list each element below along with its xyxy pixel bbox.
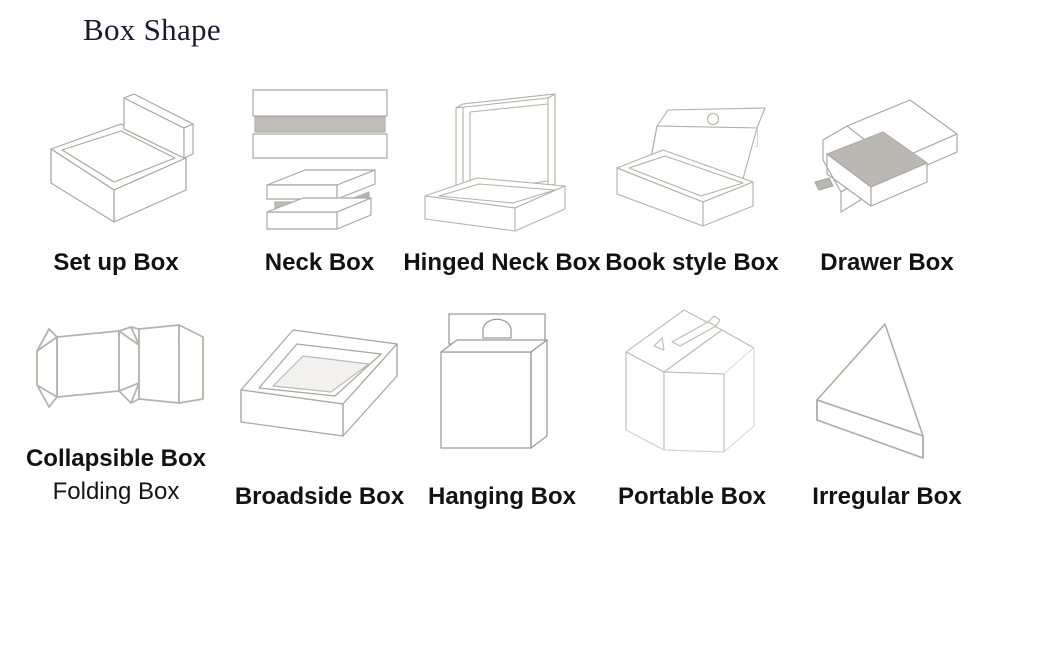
neck-box-icon (251, 88, 388, 230)
box-shape-item-book-style-box[interactable]: Book style Box (597, 78, 787, 288)
broadside-box-icon (239, 329, 398, 437)
box-shape-label: Irregular Box (812, 483, 962, 511)
portable-box-icon (625, 309, 755, 453)
box-shape-label: Collapsible Box (25, 444, 207, 472)
irregular-box-art (787, 288, 987, 478)
box-shape-row-2: Collapsible Box Folding Box (0, 288, 1059, 510)
box-shape-item-broadside-box[interactable]: Broadside Box (232, 288, 407, 510)
hanging-box-icon (440, 312, 548, 449)
box-shape-item-collapsible-box[interactable]: Collapsible Box Folding Box (0, 288, 232, 510)
box-shape-label: Portable Box (617, 483, 767, 511)
neck-box-art (232, 78, 407, 244)
drawer-box-icon (813, 99, 958, 213)
box-shape-label: Book style Box (605, 249, 779, 277)
page-title: Box Shape (83, 12, 221, 47)
broadside-box-art (232, 288, 407, 478)
box-shape-grid: Set up Box (0, 78, 1059, 510)
box-shape-item-drawer-box[interactable]: Drawer Box (787, 78, 987, 288)
box-shape-item-irregular-box[interactable]: Irregular Box (787, 288, 987, 510)
set-up-box-icon (50, 93, 194, 223)
box-shape-label: Broadside Box (234, 483, 405, 511)
collapsible-box-icon (35, 323, 204, 408)
box-shape-label: Drawer Box (820, 249, 954, 277)
book-style-box-icon (615, 107, 766, 227)
box-shape-item-hinged-neck-box[interactable]: Hinged Neck Box (403, 78, 601, 288)
box-shape-label: Neck Box (264, 249, 375, 277)
book-style-box-art (597, 78, 787, 244)
irregular-box-icon (815, 323, 924, 459)
box-shape-sublabel: Folding Box (52, 478, 180, 506)
box-shape-row-1: Set up Box (0, 78, 1059, 288)
box-shape-item-set-up-box[interactable]: Set up Box (0, 78, 232, 288)
box-shape-label: Hinged Neck Box (403, 249, 601, 277)
hinged-neck-box-art (407, 78, 597, 244)
hinged-neck-box-icon (423, 93, 566, 232)
collapsible-box-label-stack: Collapsible Box Folding Box (26, 440, 206, 507)
collapsible-box-art (0, 288, 232, 440)
box-shape-label: Set up Box (53, 249, 179, 277)
portable-box-art (597, 288, 787, 478)
set-up-box-art (0, 78, 232, 244)
box-shape-item-portable-box[interactable]: Portable Box (597, 288, 787, 510)
box-shape-item-neck-box[interactable]: Neck Box (232, 78, 407, 288)
hanging-box-art (407, 288, 597, 478)
box-shape-label: Hanging Box (428, 483, 576, 511)
box-shape-item-hanging-box[interactable]: Hanging Box (407, 288, 597, 510)
drawer-box-art (787, 78, 987, 244)
